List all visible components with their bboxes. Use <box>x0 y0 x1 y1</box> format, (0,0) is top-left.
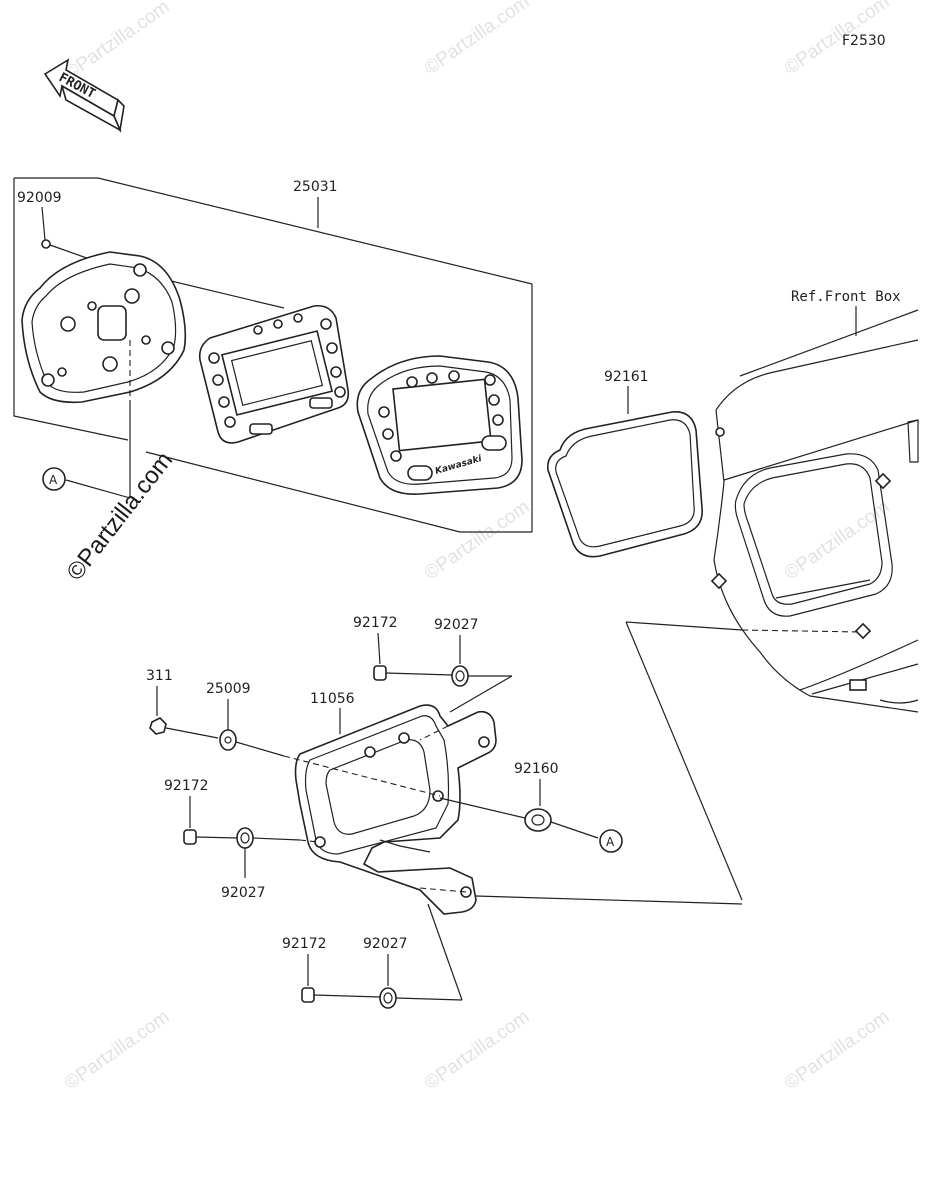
callout-A-right: A <box>599 829 623 853</box>
label-92009: 92009 <box>17 190 62 206</box>
callout-A-left: A <box>42 467 66 491</box>
ref-leader-across <box>625 621 743 631</box>
front-box-reference <box>710 309 919 713</box>
meter-seal <box>546 411 703 558</box>
label-92172-left: 92172 <box>164 778 209 794</box>
nut-311-icon <box>149 717 219 739</box>
callout-A-right-letter: A <box>606 835 615 849</box>
watermark-6: ©Partzilla.com <box>61 1006 174 1094</box>
ref-leader-down <box>625 621 743 901</box>
reference-label: Ref.Front Box <box>791 289 901 305</box>
label-92172-lower: 92172 <box>282 936 327 952</box>
label-11056: 11056 <box>310 691 355 707</box>
label-92161: 92161 <box>604 369 649 385</box>
nut-lower-icon <box>379 987 463 1009</box>
leader-A-diagonal <box>65 479 131 499</box>
watermark-main: ©Partzilla.com <box>61 447 178 586</box>
watermark-7: ©Partzilla.com <box>421 1006 534 1094</box>
watermarks: ©Partzilla.com ©Partzilla.com ©Partzilla… <box>61 0 894 1094</box>
nut-upper-icon <box>451 665 512 687</box>
label-25031: 25031 <box>293 179 338 195</box>
label-92027-left: 92027 <box>221 885 266 901</box>
meter-assembly-outline <box>13 177 533 533</box>
bolt-left-icon <box>183 829 239 845</box>
label-92172-upper: 92172 <box>353 615 398 631</box>
meter-rear-case <box>21 251 187 404</box>
label-25009: 25009 <box>206 681 251 697</box>
washer-icon <box>219 729 285 757</box>
grommet-icon <box>439 797 599 839</box>
label-92160: 92160 <box>514 761 559 777</box>
meter-circuit-board <box>198 304 350 444</box>
watermark-5: ©Partzilla.com <box>781 496 894 584</box>
watermark-2: ©Partzilla.com <box>421 0 534 79</box>
nut-left-icon <box>236 827 301 849</box>
meter-bracket <box>294 704 497 915</box>
label-92027-lower: 92027 <box>363 936 408 952</box>
watermark-4: ©Partzilla.com <box>421 496 534 584</box>
callout-A-left-letter: A <box>49 473 58 487</box>
bolt-upper-icon <box>373 665 453 681</box>
diagram-code: F2530 <box>842 33 886 49</box>
bolt-lower-icon <box>301 987 381 1003</box>
watermark-8: ©Partzilla.com <box>781 1006 894 1094</box>
label-92027-upper: 92027 <box>434 617 479 633</box>
label-311: 311 <box>146 668 173 684</box>
meter-front-face: Kawasaki <box>356 355 523 495</box>
watermark-1: ©Partzilla.com <box>61 0 174 84</box>
